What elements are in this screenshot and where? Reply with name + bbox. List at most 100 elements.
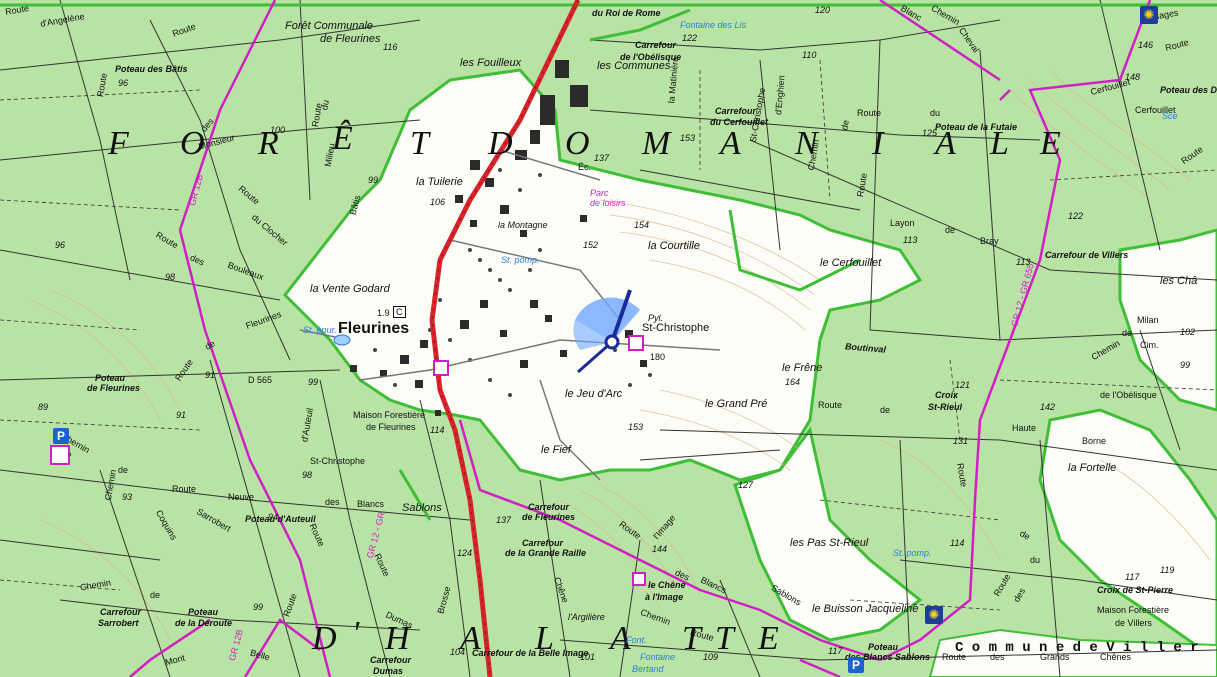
place-la-vente-godard[interactable]: la Vente Godard: [310, 283, 390, 295]
place-de-fleurines[interactable]: de Fleurines: [320, 33, 381, 45]
junction-label[interactable]: Carrefour: [100, 607, 142, 617]
elevation-label: 99: [1180, 360, 1191, 370]
junction-label[interactable]: des Blancs Sablons: [845, 652, 931, 662]
forest-name-letter: T: [715, 620, 736, 657]
place-la-montagne[interactable]: la Montagne: [498, 220, 548, 230]
place-le-cerfouillet[interactable]: le Cerfouillet: [820, 257, 882, 269]
junction-label[interactable]: Poteau d'Auteuil: [245, 514, 316, 524]
main-road: [429, 0, 581, 677]
forest-name-letter: E: [1040, 125, 1063, 162]
road-label: Bray: [980, 236, 999, 246]
elevation-label: 89: [38, 402, 49, 412]
place-les-cha[interactable]: les Châ: [1160, 275, 1198, 287]
junction-label[interactable]: Poteau: [868, 642, 899, 652]
place-les-pas-st-rieul[interactable]: les Pas St-Rieul: [790, 537, 869, 549]
elevation-label: 100: [270, 125, 286, 135]
poi-sewage[interactable]: St. épur.: [303, 325, 337, 335]
place-fleurines[interactable]: Fleurines: [338, 320, 410, 337]
place-croix[interactable]: Croix de St-Pierre: [1097, 585, 1174, 595]
place-la-fortelle[interactable]: la Fortelle: [1068, 462, 1117, 474]
junction-label[interactable]: Poteau: [95, 373, 126, 383]
junction-label[interactable]: Poteau des Bâtis: [115, 64, 188, 74]
place-largiliere[interactable]: l'Argilière: [568, 612, 605, 622]
elevation-label: 144: [652, 544, 668, 554]
junction-label[interactable]: Carrefour de la Belle Image: [472, 648, 589, 658]
place-la-tuilerie[interactable]: la Tuilerie: [416, 176, 463, 188]
junction-label[interactable]: Carrefour de Villers: [1045, 250, 1129, 260]
junction-label[interactable]: Carrefour: [528, 502, 570, 512]
elevation-label: 117: [1125, 572, 1140, 582]
elevation-label: 124: [457, 548, 473, 558]
place-le-frene[interactable]: le Frêne: [782, 362, 823, 374]
elevation-label: 114: [950, 538, 965, 548]
junction-label[interactable]: de l'Obélisque: [620, 52, 682, 62]
junction-label[interactable]: Carrefour: [635, 40, 677, 50]
place-le-fief[interactable]: le Fief: [541, 444, 571, 456]
parking-icon[interactable]: P: [53, 428, 69, 444]
poi-fontaine[interactable]: Fontaine des Lis: [680, 20, 747, 30]
junction-label[interactable]: le Chêne: [648, 580, 686, 590]
poi-cemetery[interactable]: Cim.: [1140, 340, 1159, 350]
junction-label[interactable]: de Fleurines: [522, 512, 576, 522]
junction-label[interactable]: Poteau des Dames: [1160, 85, 1217, 95]
forest-name-letter: L: [535, 620, 556, 657]
junction-label[interactable]: Carrefour: [522, 538, 564, 548]
road-label: de: [1122, 328, 1133, 338]
poi-pylon[interactable]: Pyl.: [648, 313, 664, 323]
elevation-label: 153: [680, 133, 696, 143]
poi-pump[interactable]: St. pomp.: [501, 255, 540, 265]
poi-leisure-park[interactable]: de loisirs: [590, 198, 626, 208]
forest-name-letter: L: [990, 125, 1011, 162]
junction-label[interactable]: du Roi de Rome: [592, 8, 661, 18]
elevation-label: 101: [580, 652, 596, 662]
forest-name-letter: O: [565, 125, 592, 162]
scallop-shell-icon[interactable]: ✺: [1140, 6, 1158, 24]
poi-leisure-park[interactable]: Parc: [590, 188, 609, 198]
junction-label[interactable]: Poteau de la Futaie: [935, 122, 1018, 132]
junction-label[interactable]: à l'Image: [645, 592, 684, 602]
place-maison-forestiere[interactable]: de Villers: [1115, 618, 1152, 628]
elevation-label: 142: [1040, 402, 1056, 412]
place-maison-forestiere[interactable]: Maison Forestière: [1097, 605, 1170, 615]
poi-fountain[interactable]: Font.: [626, 635, 647, 645]
junction-label[interactable]: de la Déroute: [175, 618, 233, 628]
elevation-label: 122: [1068, 211, 1084, 221]
elevation-label: 131: [953, 436, 969, 446]
elevation-label: 113: [903, 235, 918, 245]
place-croix[interactable]: St-Rieul: [928, 402, 963, 412]
place-croix[interactable]: Croix: [935, 390, 959, 400]
junction-label[interactable]: Carrefour: [370, 655, 412, 665]
elevation-label: 98: [165, 272, 176, 282]
scallop-shell-icon[interactable]: ✺: [925, 606, 943, 624]
place-les-communes[interactable]: les Communes: [597, 60, 671, 72]
junction-label[interactable]: Sarrobert: [98, 618, 139, 628]
junction-label[interactable]: de Fleurines: [87, 383, 141, 393]
junction-label[interactable]: Poteau: [188, 607, 219, 617]
place-les-fouilleux[interactable]: les Fouilleux: [460, 57, 522, 69]
junction-label[interactable]: du Cerfouillet: [710, 117, 768, 127]
junction-label[interactable]: Carrefour: [715, 106, 757, 116]
poi-school[interactable]: Éc.: [578, 162, 592, 172]
place-le-buisson-jacqueline[interactable]: le Buisson Jacqueline: [812, 603, 919, 615]
place-maison-forestiere[interactable]: Maison Forestière: [353, 410, 426, 420]
elevation-label: 94: [268, 512, 279, 522]
poi-spring[interactable]: Sce: [1162, 111, 1178, 121]
elevation-label: 91: [176, 410, 187, 420]
junction-label[interactable]: Dumas: [373, 666, 404, 676]
parking-icon[interactable]: P: [848, 657, 864, 673]
place-la-courtille[interactable]: la Courtille: [648, 240, 700, 252]
poi-fountain[interactable]: Bertand: [632, 664, 664, 674]
poi-fountain[interactable]: Fontaine: [640, 652, 676, 662]
junction-label[interactable]: de la Grande Raille: [505, 548, 587, 558]
poi-pump[interactable]: St. pomp.: [893, 548, 932, 558]
road-label: Route: [857, 108, 882, 118]
place-foret-communale[interactable]: Forêt Communale: [285, 20, 374, 32]
place-sablons[interactable]: Sablons: [402, 502, 442, 514]
place-le-jeu-darc[interactable]: le Jeu d'Arc: [565, 388, 623, 400]
place-le-grand-pre[interactable]: le Grand Pré: [705, 398, 768, 410]
place-maison-forestiere[interactable]: de Fleurines: [366, 422, 416, 432]
place-st-christophe[interactable]: St-Christophe: [642, 322, 710, 334]
